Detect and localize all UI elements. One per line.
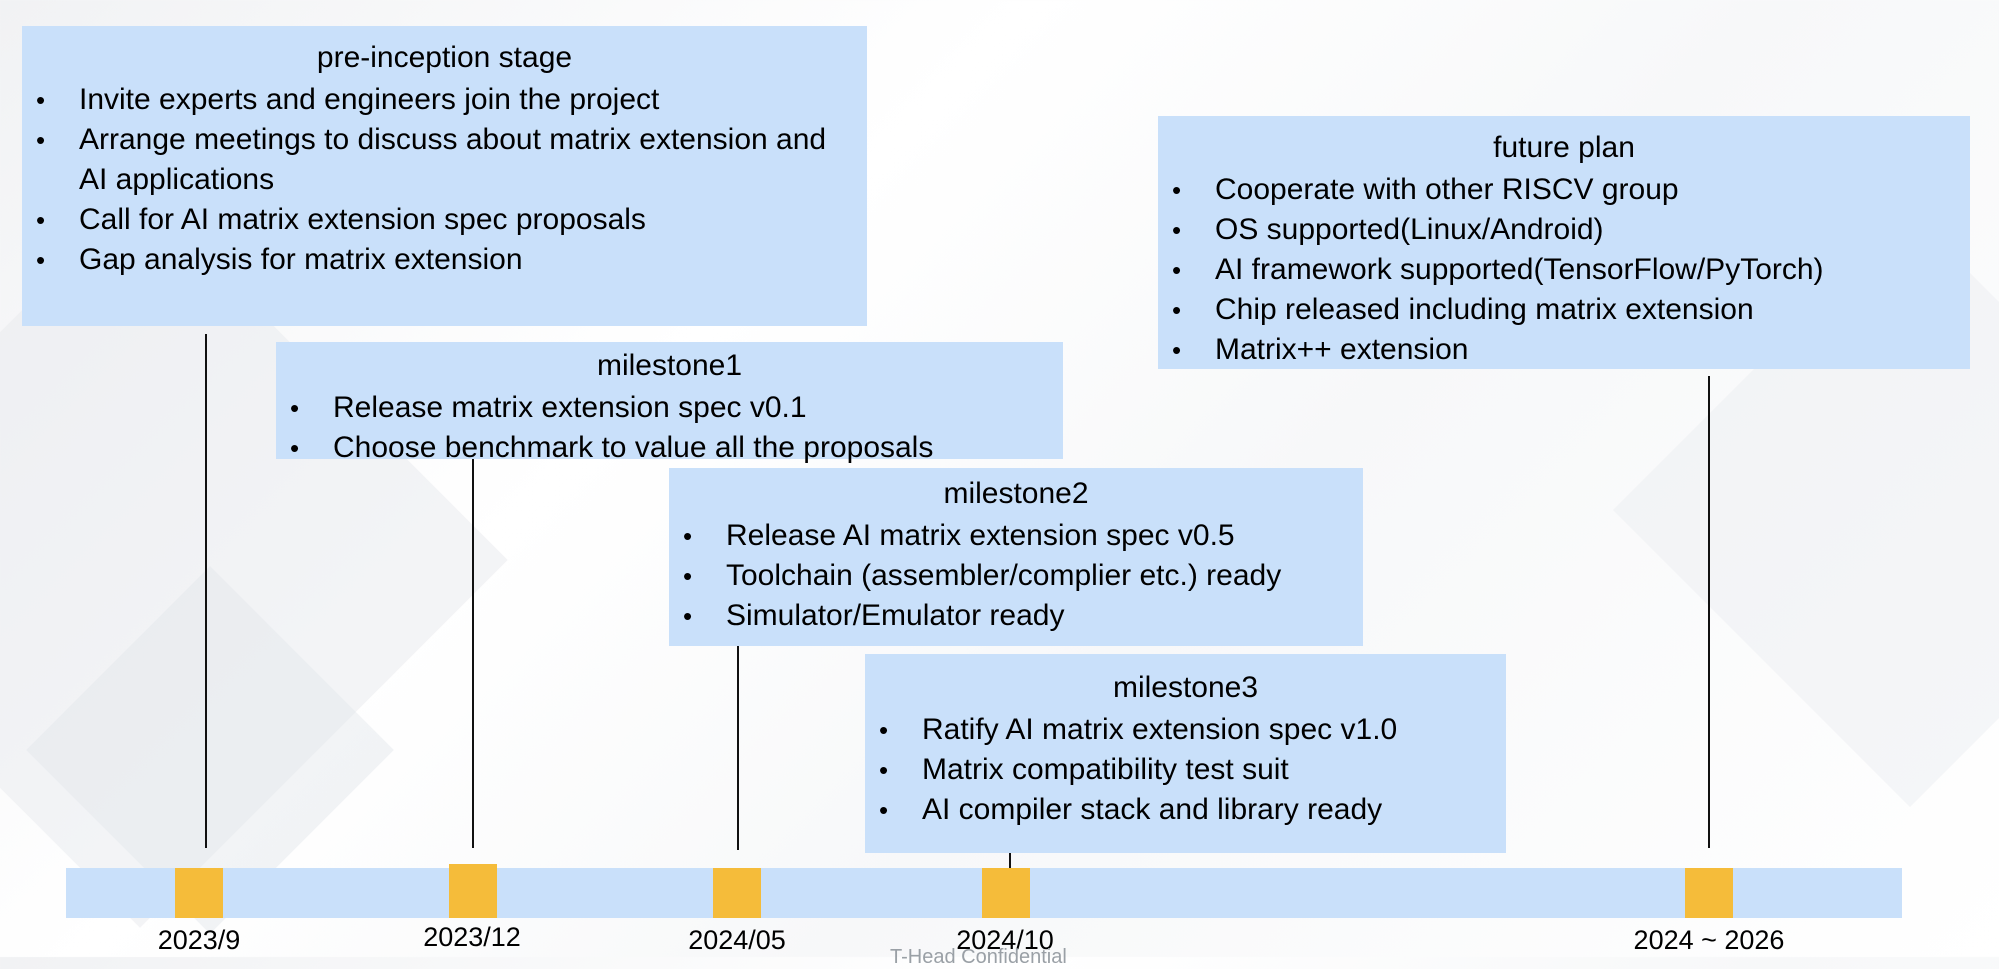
timeline-date-label: 2023/12 [423, 922, 521, 952]
timeline-date-label: 2024/05 [688, 925, 786, 955]
stage-title: pre-inception stage [316, 41, 573, 74]
timeline-marker-2024-10 [982, 868, 1030, 918]
milestone1-box: milestone1 Release matrix extension spec… [276, 342, 1063, 468]
stage-item-list: Invite experts and engineers join the pr… [32, 80, 857, 280]
list-item: Gap analysis for matrix extension [32, 240, 857, 280]
timeline-marker-2024-2026 [1685, 868, 1733, 918]
list-item: Chip released including matrix extension [1168, 290, 1960, 330]
pre-inception-stage-box: pre-inception stage Invite experts and e… [22, 26, 867, 326]
stage-title: milestone3 [1112, 671, 1259, 704]
confidential-footer: T-Head Confidential [890, 946, 1067, 968]
list-item: Ratify AI matrix extension spec v1.0 [875, 710, 1496, 750]
list-item: Matrix compatibility test suit [875, 750, 1496, 790]
list-item: AI framework supported(TensorFlow/PyTorc… [1168, 250, 1960, 290]
connector-line-m1 [472, 452, 474, 848]
timeline-marker-2024-05 [713, 868, 761, 918]
list-item: Release AI matrix extension spec v0.5 [679, 516, 1353, 556]
list-item: OS supported(Linux/Android) [1168, 210, 1960, 250]
timeline-date-label: 2023/9 [157, 925, 241, 955]
milestone2-box: milestone2 Release AI matrix extension s… [669, 468, 1363, 646]
stage-item-list: Ratify AI matrix extension spec v1.0 Mat… [875, 710, 1496, 830]
connector-line-m2 [737, 646, 739, 850]
stage-title: milestone2 [943, 477, 1089, 510]
timeline-marker-2023-12 [449, 864, 497, 918]
list-item: Simulator/Emulator ready [679, 596, 1353, 636]
list-item: Toolchain (assembler/complier etc.) read… [679, 556, 1353, 596]
stage-item-list: Cooperate with other RISCV group OS supp… [1168, 170, 1960, 370]
stage-title: future plan [1493, 131, 1635, 164]
list-item: Arrange meetings to discuss about matrix… [32, 120, 857, 200]
timeline-date-label: 2024 ~ 2026 [1633, 925, 1785, 955]
stage-item-list: Release matrix extension spec v0.1 Choos… [286, 388, 1053, 468]
connector-line-pre [205, 334, 207, 848]
list-item: AI compiler stack and library ready [875, 790, 1496, 830]
list-item: Call for AI matrix extension spec propos… [32, 200, 857, 240]
stage-title: milestone1 [596, 349, 743, 382]
list-item: Choose benchmark to value all the propos… [286, 428, 1053, 468]
list-item: Cooperate with other RISCV group [1168, 170, 1960, 210]
list-item: Matrix++ extension [1168, 330, 1960, 370]
future-plan-box: future plan Cooperate with other RISCV g… [1158, 116, 1970, 370]
connector-line-m3 [1009, 853, 1011, 868]
timeline-date-label: 2024/10 [956, 925, 1054, 955]
list-item: Release matrix extension spec v0.1 [286, 388, 1053, 428]
stage-item-list: Release AI matrix extension spec v0.5 To… [679, 516, 1353, 636]
milestone3-box: milestone3 Ratify AI matrix extension sp… [865, 654, 1506, 853]
list-item: Invite experts and engineers join the pr… [32, 80, 857, 120]
timeline-marker-2023-9 [175, 868, 223, 918]
connector-line-future [1708, 376, 1710, 848]
